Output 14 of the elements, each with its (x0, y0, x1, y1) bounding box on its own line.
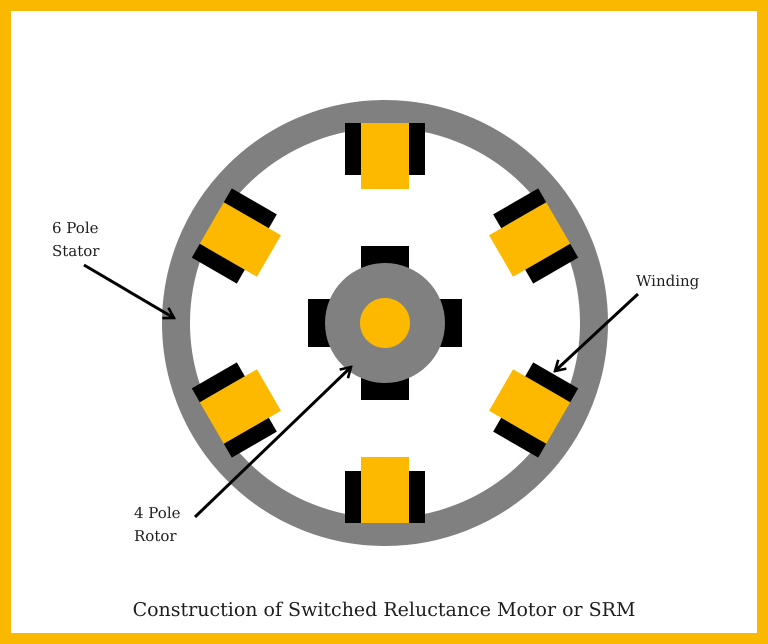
winding (489, 188, 578, 284)
leader-line (194, 366, 352, 518)
rotor (308, 246, 462, 400)
leader-line (83, 264, 176, 320)
leader-line (554, 292, 640, 372)
part-label: 4 Pole Rotor (134, 502, 194, 548)
part-label: Winding (636, 270, 726, 293)
caption: Construction of Switched Reluctance Motor or SRM (132, 598, 636, 623)
winding (345, 123, 425, 189)
part-label: 6 Pole Stator (52, 217, 112, 263)
winding (345, 457, 425, 523)
winding (192, 188, 281, 284)
winding (192, 362, 281, 458)
winding (489, 362, 578, 458)
